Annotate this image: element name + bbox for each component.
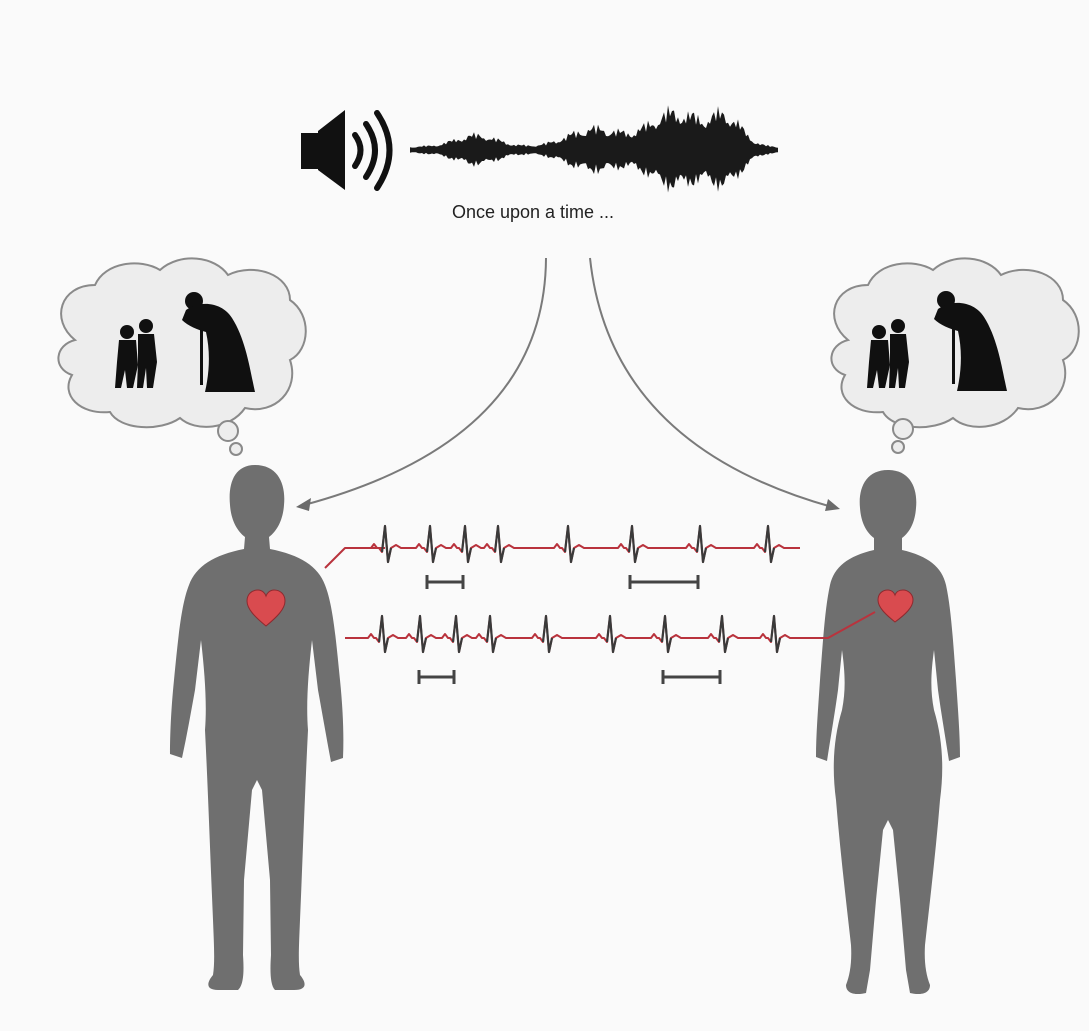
ecg-beat-spike: [379, 616, 388, 652]
ecg-trace-top: [325, 526, 800, 568]
ecg-beat-spike: [495, 526, 504, 562]
ecg-beat-spike: [607, 616, 616, 652]
interval-bracket-top-short: [427, 575, 463, 589]
ecg-beat-spike: [543, 616, 552, 652]
ecg-beat-spike: [719, 616, 728, 652]
interval-bracket-bottom-short: [419, 670, 454, 684]
arrow-to-right-listener: [590, 258, 840, 511]
ecg-beat-spike: [462, 526, 471, 562]
sound-waveform-icon: [410, 105, 778, 192]
ecg-beat-spike: [427, 526, 436, 562]
ecg-beat-spike: [765, 526, 774, 562]
story-caption: Once upon a time ...: [452, 202, 614, 222]
interval-bracket-top-long: [630, 575, 698, 589]
arrow-to-left-listener: [296, 258, 546, 511]
ecg-beat-spike: [487, 616, 496, 652]
ecg-bottom-spikes: [379, 616, 780, 652]
ecg-beat-spike: [382, 526, 391, 562]
ecg-beat-spike: [697, 526, 706, 562]
left-thought-cloud: [58, 258, 305, 455]
ecg-beat-spike: [565, 526, 574, 562]
ecg-beat-spike: [417, 616, 426, 652]
interval-bracket-bottom-long: [663, 670, 720, 684]
right-listener-figure: [816, 470, 960, 994]
ecg-beat-spike: [662, 616, 671, 652]
right-thought-cloud: [831, 258, 1078, 453]
speaker-icon: [301, 110, 390, 190]
ecg-trace-bottom: [345, 612, 875, 652]
ecg-beat-spike: [771, 616, 780, 652]
ecg-beat-spike: [629, 526, 638, 562]
left-listener-figure: [170, 465, 343, 990]
ecg-beat-spike: [453, 616, 462, 652]
ecg-top-spikes: [382, 526, 774, 562]
